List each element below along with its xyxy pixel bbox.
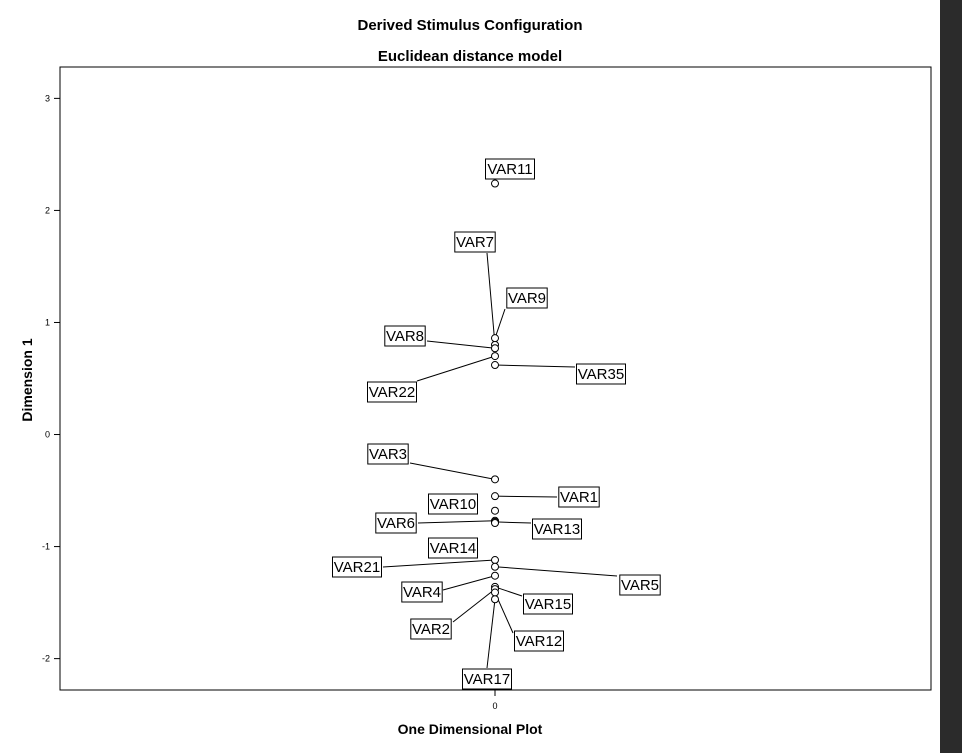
leader-lines bbox=[382, 252, 618, 669]
point-label: VAR2 bbox=[412, 621, 450, 638]
data-point bbox=[491, 506, 499, 515]
data-point bbox=[491, 556, 499, 565]
y-axis-ticks: 3 2 1 0 -1 -2 bbox=[42, 93, 60, 664]
data-point bbox=[491, 179, 499, 188]
point-label-box bbox=[367, 443, 409, 465]
point-label: VAR9 bbox=[508, 290, 546, 307]
data-point bbox=[491, 588, 499, 597]
data-point bbox=[491, 492, 499, 501]
leader-line bbox=[417, 520, 496, 524]
x-axis-ticks: 0 bbox=[492, 690, 498, 711]
point-label: VAR1 bbox=[560, 489, 598, 506]
point-label-box bbox=[454, 231, 496, 253]
data-point bbox=[491, 571, 499, 580]
point-label: VAR3 bbox=[369, 446, 407, 463]
point-label: VAR10 bbox=[430, 496, 476, 513]
point-label: VAR6 bbox=[377, 515, 415, 532]
leader-line bbox=[486, 252, 496, 345]
leader-line bbox=[452, 588, 496, 623]
data-point bbox=[491, 519, 499, 528]
data-point bbox=[491, 562, 499, 571]
leader-line bbox=[382, 559, 496, 568]
point-label-box bbox=[558, 486, 600, 508]
point-label-box bbox=[485, 158, 535, 180]
leader-line bbox=[494, 364, 576, 368]
x-axis-label: One Dimensional Plot bbox=[398, 721, 543, 737]
point-label-box bbox=[619, 574, 661, 596]
leader-line bbox=[494, 495, 558, 498]
point-label-box bbox=[367, 381, 417, 403]
euclidean-distance-chart: Derived Stimulus Configuration Euclidean… bbox=[19, 17, 932, 737]
y-axis-label: Dimension 1 bbox=[19, 338, 35, 421]
point-label: VAR14 bbox=[430, 540, 476, 557]
point-label-box bbox=[384, 325, 426, 347]
point-label: VAR21 bbox=[334, 559, 380, 576]
data-point bbox=[491, 334, 499, 343]
leader-line bbox=[416, 355, 496, 382]
point-label: VAR35 bbox=[578, 366, 624, 383]
point-label: VAR5 bbox=[621, 577, 659, 594]
leader-line bbox=[494, 586, 523, 597]
point-label: VAR7 bbox=[456, 234, 494, 251]
point-label-box bbox=[375, 512, 417, 534]
point-label-box bbox=[514, 630, 564, 652]
y-tick-label: -2 bbox=[42, 654, 50, 664]
data-point bbox=[491, 352, 499, 361]
point-label-box bbox=[532, 518, 582, 540]
leader-line bbox=[494, 308, 506, 339]
y-tick-label: 1 bbox=[45, 317, 50, 327]
point-label: VAR4 bbox=[403, 584, 441, 601]
point-label-box bbox=[332, 556, 382, 578]
point-label-box bbox=[428, 537, 478, 559]
point-label: VAR11 bbox=[487, 161, 532, 178]
y-tick-label: 0 bbox=[45, 430, 50, 440]
point-label-box bbox=[506, 287, 548, 309]
chart-subtitle: Euclidean distance model bbox=[378, 48, 562, 65]
point-label: VAR8 bbox=[386, 328, 424, 345]
point-label: VAR13 bbox=[534, 521, 580, 538]
data-point bbox=[491, 595, 499, 604]
data-point bbox=[491, 361, 499, 370]
leader-line bbox=[486, 599, 496, 669]
leader-line bbox=[409, 462, 496, 480]
point-label: VAR17 bbox=[464, 671, 510, 688]
data-point bbox=[491, 475, 499, 484]
point-label-box bbox=[401, 581, 443, 603]
window-scrollbar-strip bbox=[940, 0, 962, 753]
leader-line bbox=[442, 575, 496, 591]
leader-line bbox=[426, 340, 496, 349]
leader-line bbox=[494, 521, 532, 524]
y-tick-label: 3 bbox=[45, 93, 50, 103]
point-label-box bbox=[428, 493, 478, 515]
point-label-box bbox=[410, 618, 452, 640]
data-points bbox=[491, 179, 499, 604]
point-label-box bbox=[576, 363, 626, 385]
x-tick-label: 0 bbox=[492, 701, 497, 711]
y-tick-label: 2 bbox=[45, 205, 50, 215]
chart-title: Derived Stimulus Configuration bbox=[357, 17, 582, 34]
data-point bbox=[491, 344, 499, 353]
point-label: VAR22 bbox=[369, 384, 415, 401]
y-tick-label: -1 bbox=[42, 542, 50, 552]
point-label: VAR15 bbox=[525, 596, 571, 613]
point-label-box bbox=[462, 668, 512, 690]
point-label-box bbox=[523, 593, 573, 615]
point-label: VAR12 bbox=[516, 633, 562, 650]
leader-line bbox=[494, 566, 618, 577]
